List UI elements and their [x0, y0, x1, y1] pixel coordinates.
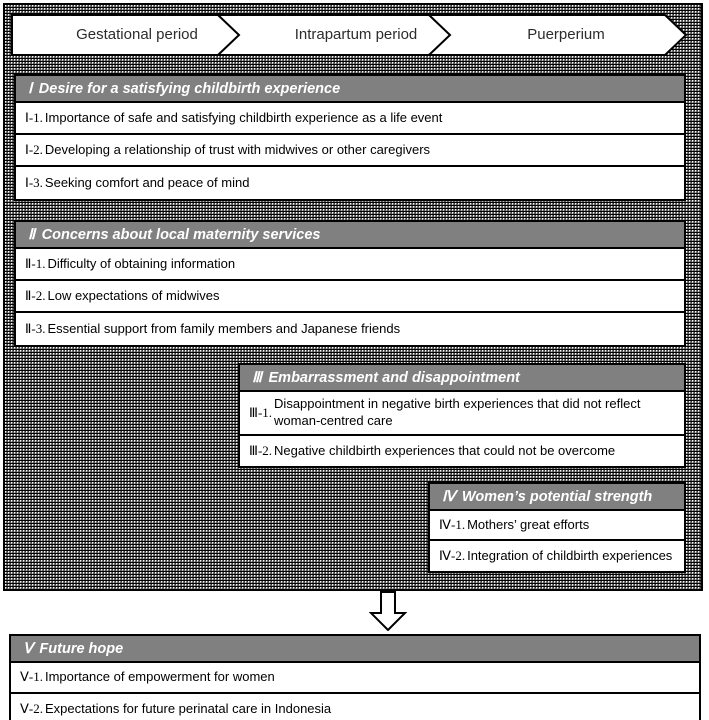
theme-block-3: Ⅲ Embarrassment and disappointment Ⅲ-1. D… [238, 363, 686, 468]
theme-1-numeral: Ⅰ [28, 81, 33, 97]
theme-3-title: Embarrassment and disappointment [268, 370, 520, 386]
theme-3-item-2-number: Ⅲ-2. [249, 442, 273, 458]
theme-2-item-3-number: Ⅱ-3. [25, 320, 46, 336]
theme-2-numeral: Ⅱ [28, 227, 36, 243]
theme-1-item-3-number: Ⅰ-3. [25, 174, 43, 190]
theme-block-1: Ⅰ Desire for a satisfying childbirth expe… [14, 74, 686, 201]
theme-5-item-1-text: Importance of empowerment for women [44, 669, 275, 685]
down-arrow-shape [369, 591, 407, 631]
theme-4-item-1-number: Ⅳ-1. [439, 516, 466, 532]
phase-label-intrapartum: Intrapartum period [294, 26, 418, 43]
theme-1-item-1-text: Importance of safe and satisfying childb… [44, 109, 443, 125]
theme-1-item-3-text: Seeking comfort and peace of mind [44, 174, 250, 190]
theme-3-item-1-text: Disappointment in negative birth experie… [274, 396, 641, 428]
theme-2-item-1-text: Difficulty of obtaining information [47, 255, 236, 271]
theme-1-item-2-number: Ⅰ-2. [25, 141, 43, 157]
theme-block-2: Ⅱ Concerns about local maternity services… [14, 220, 686, 347]
theme-4-title: Women’s potential strength [461, 489, 653, 505]
chevron-divider-2-icon [428, 14, 452, 56]
theme-2-title: Concerns about local maternity services [41, 227, 321, 243]
phase-label-gestational: Gestational period [76, 26, 198, 43]
theme-3-item-1-number: Ⅲ-1. [249, 404, 273, 420]
down-arrow-path [369, 591, 407, 631]
theme-1-header: Ⅰ Desire for a satisfying childbirth expe… [16, 76, 684, 103]
theme-1-item-2-text: Developing a relationship of trust with … [44, 141, 431, 157]
theme-2-item-3: Ⅱ-3. Essential support from family membe… [16, 313, 684, 345]
theme-2-item-2-text: Low expectations of midwives [47, 287, 220, 303]
theme-block-4: Ⅳ Women’s potential strength Ⅳ-1. Mothers… [428, 482, 686, 573]
theme-2-item-1: Ⅱ-1. Difficulty of obtaining information [16, 249, 684, 281]
theme-5-item-1: Ⅴ-1. Importance of empowerment for women [11, 663, 699, 694]
theme-3-item-2-text: Negative childbirth experiences that cou… [274, 442, 616, 458]
theme-5-header: Ⅴ Future hope [11, 636, 699, 663]
theme-5-item-2-number: Ⅴ-2. [20, 701, 43, 717]
theme-5-item-1-number: Ⅴ-1. [20, 669, 43, 685]
theme-4-item-1-text: Mothers’ great efforts [467, 516, 590, 532]
theme-2-item-1-number: Ⅱ-1. [25, 255, 46, 271]
theme-4-item-2-text: Integration of childbirth experiences [467, 547, 673, 563]
theme-5-item-2: Ⅴ-2. Expectations for future perinatal c… [11, 694, 699, 720]
theme-4-item-2: Ⅳ-2. Integration of childbirth experienc… [430, 541, 684, 571]
theme-5-numeral: Ⅴ [23, 641, 34, 657]
theme-2-item-2: Ⅱ-2. Low expectations of midwives [16, 281, 684, 313]
phase-timeline: Gestational period Intrapartum period Pu… [11, 14, 687, 56]
theme-2-header: Ⅱ Concerns about local maternity services [16, 222, 684, 249]
theme-5-title: Future hope [39, 641, 124, 657]
theme-4-header: Ⅳ Women’s potential strength [430, 484, 684, 511]
phase-arrow-outline [11, 14, 687, 56]
theme-4-numeral: Ⅳ [442, 489, 456, 505]
down-arrow-icon [369, 591, 407, 631]
theme-1-title: Desire for a satisfying childbirth exper… [38, 81, 341, 97]
phase-timeline-shape [11, 14, 687, 56]
theme-3-header: Ⅲ Embarrassment and disappointment [240, 365, 684, 392]
theme-1-item-1-number: Ⅰ-1. [25, 109, 43, 125]
theme-3-numeral: Ⅲ [252, 370, 263, 386]
theme-2-item-3-text: Essential support from family members an… [47, 320, 401, 336]
theme-5-item-2-text: Expectations for future perinatal care i… [44, 701, 332, 717]
theme-block-5: Ⅴ Future hope Ⅴ-1. Importance of empowerm… [9, 634, 701, 720]
theme-4-item-2-number: Ⅳ-2. [439, 547, 466, 563]
theme-1-item-2: Ⅰ-2. Developing a relationship of trust … [16, 135, 684, 167]
chevron-divider-1-icon [217, 14, 241, 56]
theme-1-item-1: Ⅰ-1. Importance of safe and satisfying c… [16, 103, 684, 135]
theme-4-item-1: Ⅳ-1. Mothers’ great efforts [430, 511, 684, 541]
theme-1-item-3: Ⅰ-3. Seeking comfort and peace of mind [16, 167, 684, 199]
theme-2-item-2-number: Ⅱ-2. [25, 287, 46, 303]
phase-label-puerperium: Puerperium [527, 26, 605, 43]
theme-3-item-2: Ⅲ-2. Negative childbirth experiences tha… [240, 436, 684, 466]
theme-3-item-1: Ⅲ-1. Disappointment in negative birth ex… [240, 392, 684, 436]
